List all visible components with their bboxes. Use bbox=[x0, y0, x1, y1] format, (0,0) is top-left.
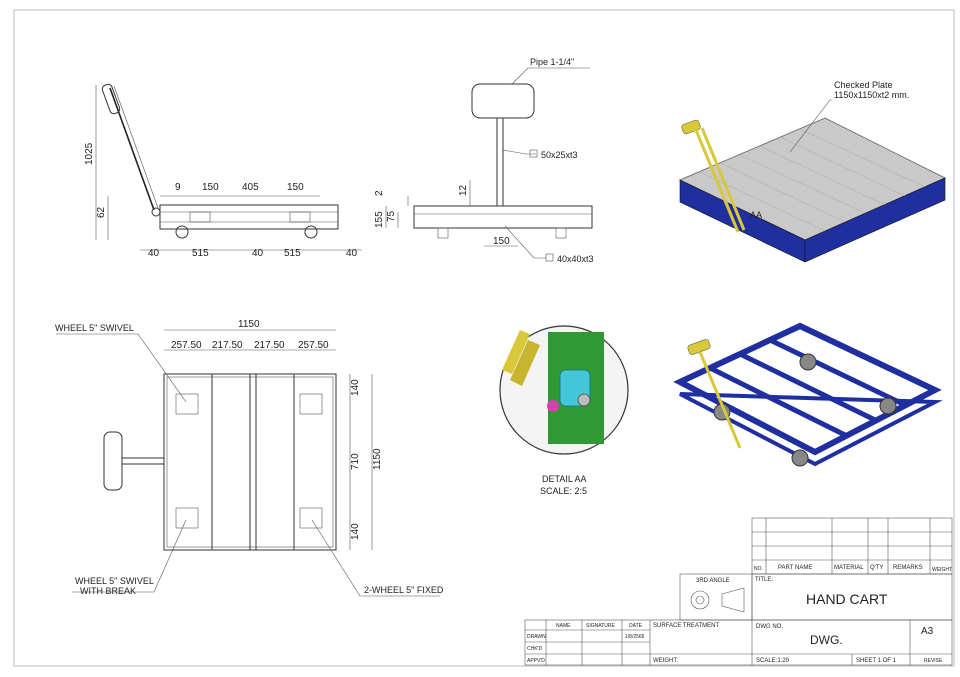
dim-150-right: 150 bbox=[287, 182, 304, 193]
title-block: NO. PART NAME MATERIAL Q'TY REMARKS WEIG… bbox=[524, 517, 953, 666]
sheet-label: SHEET 1 OF 1 bbox=[856, 658, 897, 664]
isometric-view-plate: Checked Plate 1150x1150xt2 mm. AA bbox=[678, 80, 947, 263]
title-label: TITLE: bbox=[755, 577, 773, 583]
detail-scale: SCALE: 2:5 bbox=[540, 486, 587, 496]
paper-size: A3 bbox=[921, 626, 934, 637]
detail-title: DETAIL AA bbox=[542, 474, 587, 484]
projection-circle-icon bbox=[690, 590, 710, 610]
col-signature: SIGNATURE bbox=[586, 623, 615, 629]
isometric-view-frame bbox=[673, 322, 943, 467]
wheel-swivel-break-label-1: WHEEL 5" SWIVEL bbox=[75, 576, 154, 586]
row-drawn: DRAWN bbox=[527, 634, 546, 640]
dim-515-b: 515 bbox=[284, 248, 301, 259]
bom-remarks: REMARKS bbox=[893, 565, 923, 571]
dim-217-50-b: 217.50 bbox=[254, 340, 285, 351]
dim-40-c: 40 bbox=[346, 248, 358, 259]
tube-50x25-label: 50x25xt3 bbox=[541, 150, 578, 160]
date-value: 1/8/2566 bbox=[625, 634, 645, 640]
revise-label: REVISE bbox=[924, 658, 943, 664]
dim-405: 405 bbox=[242, 182, 259, 193]
wheel-swivel-break-label-2: WITH BREAK bbox=[80, 586, 136, 596]
scale-label: SCALE:1:20 bbox=[756, 658, 790, 664]
checked-plate-label: Checked Plate bbox=[834, 80, 893, 90]
row-approved: APPV'D bbox=[527, 658, 545, 664]
wheel-fixed-label: 2-WHEEL 5" FIXED bbox=[364, 585, 444, 595]
bom-weight: WEIGHT bbox=[932, 567, 952, 573]
dim-1025: 1025 bbox=[84, 142, 95, 165]
bom-material: MATERIAL bbox=[834, 565, 864, 571]
dim-150-left: 150 bbox=[202, 182, 219, 193]
dim-9: 9 bbox=[175, 182, 181, 193]
dim-62: 62 bbox=[96, 206, 107, 218]
col-name: NAME bbox=[556, 623, 571, 629]
col-date: DATE bbox=[629, 623, 643, 629]
top-view: 1150 257.50 217.50 217.50 257.50 140 710… bbox=[55, 319, 444, 597]
dim-1150-top: 1150 bbox=[238, 319, 260, 330]
wheel-swivel-label: WHEEL 5" SWIVEL bbox=[55, 323, 134, 333]
dim-150-front: 150 bbox=[493, 236, 510, 247]
dim-2: 2 bbox=[374, 190, 385, 196]
projection-label: 3RD ANGLE bbox=[696, 578, 730, 584]
checked-plate-size: 1150x1150xt2 mm. bbox=[834, 90, 909, 100]
dim-710: 710 bbox=[350, 453, 361, 470]
pipe-label: Pipe 1-1/4" bbox=[530, 57, 574, 67]
drawing-title: HAND CART bbox=[806, 591, 888, 607]
dim-140-b: 140 bbox=[350, 523, 361, 540]
dim-257-50-a: 257.50 bbox=[171, 340, 202, 351]
dim-155: 155 bbox=[374, 211, 385, 228]
side-view: 1025 62 9 150 405 150 40 515 40 515 40 bbox=[84, 83, 362, 259]
projection-cone-icon bbox=[721, 587, 745, 613]
weight-label: WEIGHT: bbox=[653, 658, 678, 664]
bom-no: NO. bbox=[754, 566, 763, 572]
dim-515-a: 515 bbox=[192, 248, 209, 259]
dwg-value: DWG. bbox=[810, 633, 843, 647]
row-checked: CHK'D bbox=[527, 646, 543, 652]
sheet-border bbox=[13, 9, 955, 667]
dim-1150-right: 1150 bbox=[372, 448, 383, 470]
bom-qty: Q'TY bbox=[870, 565, 883, 571]
front-view: Pipe 1-1/4" 50x25xt3 40x40xt3 155 75 2 1… bbox=[374, 57, 594, 264]
detail-aa: DETAIL AA SCALE: 2:5 bbox=[499, 325, 629, 496]
bom-part-name: PART NAME bbox=[778, 565, 812, 571]
dim-257-50-b: 257.50 bbox=[298, 340, 329, 351]
tube-40x40-label: 40x40xt3 bbox=[557, 254, 594, 264]
dim-217-50-a: 217.50 bbox=[212, 340, 243, 351]
dim-12: 12 bbox=[458, 184, 469, 196]
surface-treatment-label: SURFACE TREATMENT bbox=[653, 623, 719, 629]
dim-140-a: 140 bbox=[350, 379, 361, 396]
dim-40-b: 40 bbox=[252, 248, 264, 259]
dim-40-a: 40 bbox=[148, 248, 160, 259]
detail-mark: AA bbox=[750, 210, 762, 220]
dwg-no-label: DWG NO. bbox=[756, 624, 783, 630]
dim-75: 75 bbox=[386, 210, 397, 222]
